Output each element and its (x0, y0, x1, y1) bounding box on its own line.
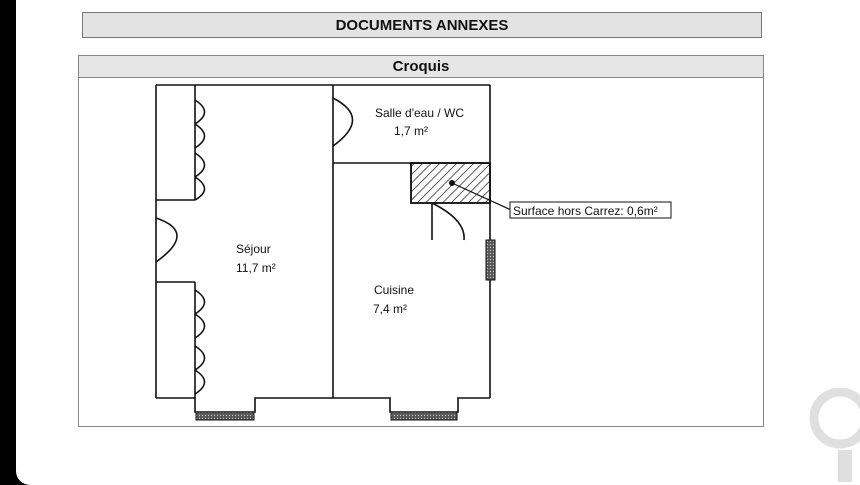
header-title: DOCUMENTS ANNEXES (335, 16, 509, 34)
window-east (485, 239, 496, 281)
walls (155, 84, 491, 413)
documents-annexes-header: DOCUMENTS ANNEXES (82, 12, 762, 38)
room-name-sejour: Séjour (236, 242, 271, 256)
surface-hors-carrez-hatch (410, 162, 491, 204)
annotation-box (509, 201, 672, 219)
annotation-dot (449, 180, 455, 186)
room-area-cuisine: 7,4 m² (373, 302, 407, 316)
room-name-cuisine: Cuisine (374, 283, 414, 297)
window-cuisine (390, 411, 458, 421)
room-area-salle-deau: 1,7 m² (394, 124, 428, 138)
annotation-leader (451, 182, 512, 211)
window-sejour (195, 411, 255, 421)
room-name-salle-deau: Salle d'eau / WC (375, 106, 464, 120)
croquis-title: Croquis (392, 58, 450, 75)
croquis-header: Croquis (78, 55, 764, 78)
annotation-label: Surface hors Carrez: 0,6m² (513, 204, 658, 218)
room-area-sejour: 11,7 m² (236, 261, 276, 275)
